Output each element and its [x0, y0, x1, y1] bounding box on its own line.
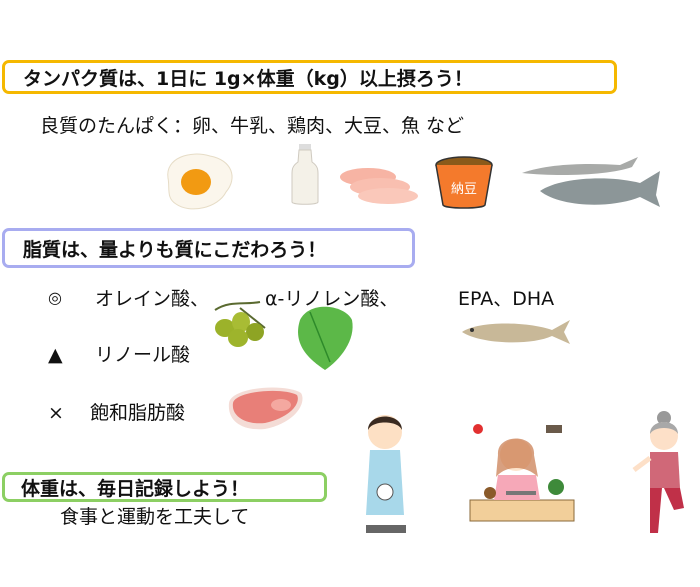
fried-egg-image	[167, 153, 233, 210]
weight-heading-box: 体重は、毎日記録しよう！	[2, 472, 327, 502]
protein-heading-box: タンパク質は、1日に 1g×体重（kg）以上摂ろう！	[2, 60, 617, 94]
avoid-mark: ×	[48, 402, 64, 424]
olive-image	[214, 301, 266, 347]
epa-dha: EPA、DHA	[458, 288, 555, 310]
chicken-breast-image	[340, 168, 418, 204]
elderly-woman-walking-illustration	[632, 411, 684, 533]
alpha-linolenic-acid: α-リノレン酸、	[265, 288, 399, 310]
horse-mackerel-image	[462, 320, 570, 344]
natto-label: 納豆	[451, 182, 477, 197]
caution-mark: ▲	[48, 344, 63, 366]
fat-heading: 脂質は、量よりも質にこだわろう！	[23, 238, 327, 261]
natto-image: 納豆	[435, 156, 493, 209]
shiso-leaf-image	[298, 306, 353, 370]
weight-subtext: 食事と運動を工夫して	[60, 506, 250, 528]
woman-eating-illustration	[469, 424, 575, 522]
protein-sources: 良質のたんぱく：卵、牛乳、鶏肉、大豆、魚 など	[40, 115, 465, 137]
oleic-acid: オレイン酸、	[95, 288, 210, 310]
weight-heading: 体重は、毎日記録しよう！	[21, 477, 250, 500]
fat-heading-box: 脂質は、量よりも質にこだわろう！	[2, 228, 415, 268]
linoleic-acid: リノール酸	[95, 344, 191, 366]
milk-bottle-image	[291, 144, 319, 205]
saturated-fatty-acid: 飽和脂肪酸	[90, 402, 186, 424]
protein-heading: タンパク質は、1日に 1g×体重（kg）以上摂ろう！	[23, 67, 473, 90]
boy-on-scale-illustration	[366, 415, 406, 533]
fish-image	[522, 157, 660, 207]
recommended-mark: ◎	[48, 288, 62, 307]
meat-image	[228, 387, 303, 430]
